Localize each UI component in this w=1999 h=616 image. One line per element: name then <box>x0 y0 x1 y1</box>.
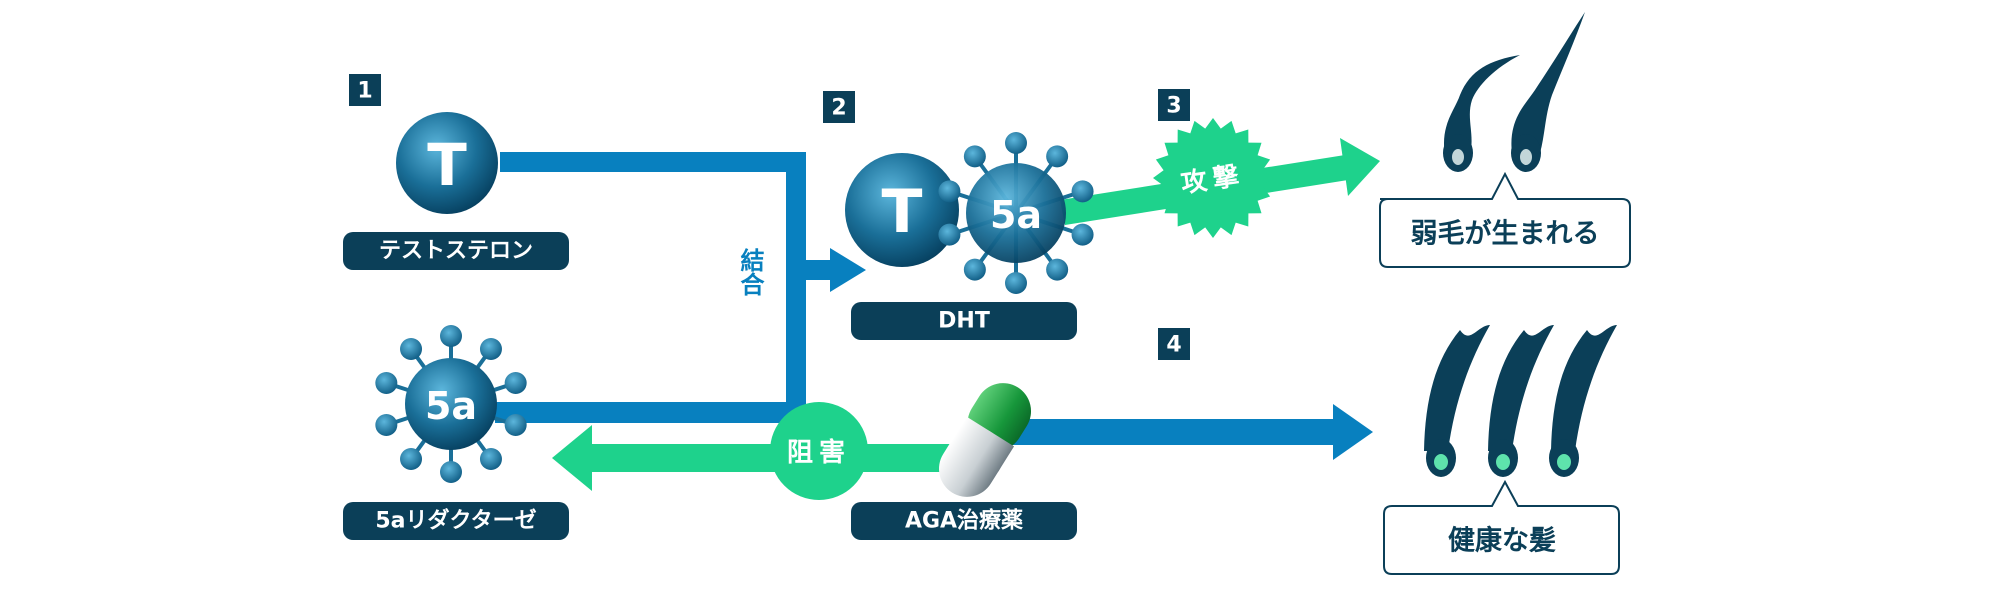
knob <box>938 180 961 203</box>
knob <box>963 145 986 168</box>
enzyme-symbol: 5a <box>425 384 477 428</box>
dht-t-symbol: T <box>882 177 923 247</box>
knob <box>375 371 398 394</box>
attack-starburst <box>1153 118 1273 238</box>
svg-text:健康な髪: 健康な髪 <box>1448 525 1556 557</box>
knob <box>504 414 527 437</box>
svg-text:5aリダクターゼ: 5aリダクターゼ <box>375 508 536 534</box>
svg-text:テストステロン: テストステロン <box>379 239 533 264</box>
treatment-arrow <box>990 404 1373 460</box>
knob <box>504 371 527 394</box>
step-badge-4: 4 <box>1158 328 1190 360</box>
knob <box>440 325 462 347</box>
step-badge-3: 3 <box>1158 89 1190 121</box>
knob <box>963 258 986 281</box>
weak-hair-callout: 弱毛が生まれる <box>1379 171 1631 268</box>
step-badge-1: 1 <box>349 74 381 106</box>
knob <box>938 223 961 246</box>
dht-label: DHT <box>851 302 1077 340</box>
svg-text:DHT: DHT <box>938 309 990 334</box>
enzyme-sphere <box>405 358 497 450</box>
dht-t-sphere <box>845 153 959 267</box>
inhibit-arrow <box>552 425 950 491</box>
knob <box>1046 258 1069 281</box>
knob <box>400 448 423 471</box>
svg-text:弱毛が生まれる: 弱毛が生まれる <box>1411 218 1600 250</box>
testosterone-label: テストステロン <box>343 232 569 270</box>
knob <box>375 414 398 437</box>
pill-icon <box>938 383 1032 497</box>
knob <box>1046 145 1069 168</box>
knob <box>479 448 502 471</box>
knob <box>1071 180 1094 203</box>
dht-5a-sphere <box>966 163 1066 263</box>
bind-label: 結合 <box>736 247 764 296</box>
svg-text:1: 1 <box>357 79 372 104</box>
knob <box>1071 223 1094 246</box>
knob <box>1005 272 1027 294</box>
knob <box>1005 132 1027 154</box>
inhibit-badge <box>770 402 868 500</box>
weak-hair-icon <box>1443 12 1585 172</box>
knob <box>440 461 462 483</box>
testosterone-symbol: T <box>427 131 467 199</box>
knob <box>400 337 423 360</box>
testosterone-sphere <box>396 112 498 214</box>
svg-text:3: 3 <box>1166 94 1181 119</box>
enzyme-label: 5aリダクターゼ <box>343 502 569 540</box>
dht-5a-symbol: 5a <box>990 193 1042 237</box>
svg-text:AGA治療薬: AGA治療薬 <box>905 508 1023 534</box>
knob <box>479 337 502 360</box>
binding-connector <box>495 152 866 423</box>
step-badge-2: 2 <box>823 91 855 123</box>
svg-text:2: 2 <box>831 96 846 121</box>
svg-text:4: 4 <box>1166 333 1181 358</box>
inhibit-label: 阻害 <box>787 437 851 468</box>
drug-label: AGA治療薬 <box>851 502 1077 540</box>
healthy-hair-callout: 健康な髪 <box>1383 479 1620 575</box>
healthy-hair-icon <box>1424 325 1617 477</box>
